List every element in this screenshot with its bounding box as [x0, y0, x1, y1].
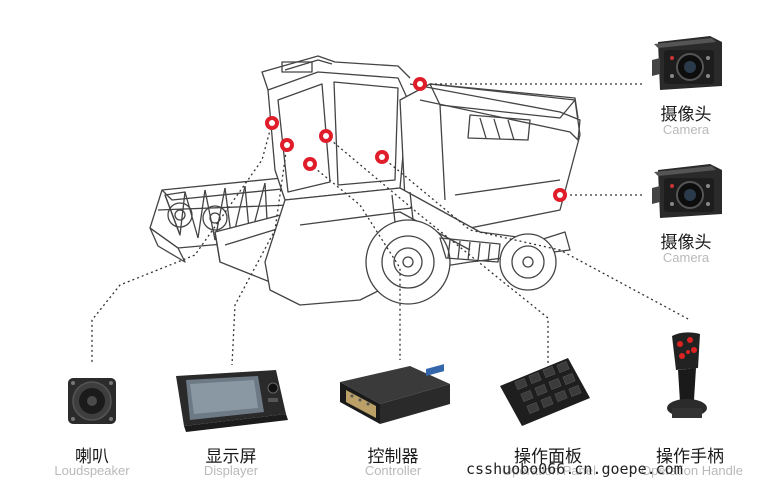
- loudspeaker-label-cn: 喇叭: [75, 447, 109, 466]
- watermark-text: csshuobo066.cn.goepe.com: [466, 460, 683, 478]
- operation-handle-label-en: Operation Handle: [641, 463, 743, 478]
- camera-icon[interactable]: [652, 164, 722, 218]
- line-displayer: [231, 144, 288, 366]
- connector-lines: [91, 83, 691, 366]
- operation-panel-label-cn: 操作面板: [514, 447, 582, 466]
- camera-top-label-cn: 摄像头: [660, 105, 712, 124]
- displayer-label-cn: 显示屏: [205, 447, 257, 466]
- marker-camera-mid[interactable]: [553, 188, 567, 202]
- camera-mid-label-en: Camera: [662, 250, 710, 265]
- marker-operation-panel[interactable]: [319, 129, 333, 143]
- loudspeaker-label-en: Loudspeaker: [54, 463, 130, 478]
- operation-panel-label-en: Operation Panel: [502, 463, 596, 478]
- line-operation-panel: [325, 135, 549, 365]
- camera-mid-label-cn: 摄像头: [660, 233, 712, 252]
- marker-controller[interactable]: [303, 157, 317, 171]
- operation-handle-label-cn: 操作手柄: [656, 447, 724, 466]
- line-loudspeaker: [91, 122, 273, 362]
- sensor-markers: [265, 77, 567, 202]
- camera-icon[interactable]: [652, 36, 722, 90]
- line-operation-handle: [381, 156, 691, 321]
- display-screen-icon[interactable]: [176, 370, 288, 432]
- marker-displayer[interactable]: [280, 138, 294, 152]
- controller-label-en: Controller: [364, 463, 422, 478]
- displayer-label-en: Displayer: [203, 463, 259, 478]
- controller-icon[interactable]: [340, 364, 450, 424]
- combine-harvester: [149, 55, 581, 306]
- loudspeaker-icon[interactable]: [68, 378, 116, 424]
- marker-operation-handle[interactable]: [375, 150, 389, 164]
- marker-camera-top[interactable]: [413, 77, 427, 91]
- controller-label-cn: 控制器: [367, 447, 419, 466]
- keypad-panel-icon[interactable]: [500, 358, 590, 426]
- line-controller: [309, 163, 401, 360]
- marker-loudspeaker[interactable]: [265, 116, 279, 130]
- joystick-handle-icon[interactable]: [667, 332, 707, 418]
- camera-top-label-en: Camera: [662, 122, 710, 137]
